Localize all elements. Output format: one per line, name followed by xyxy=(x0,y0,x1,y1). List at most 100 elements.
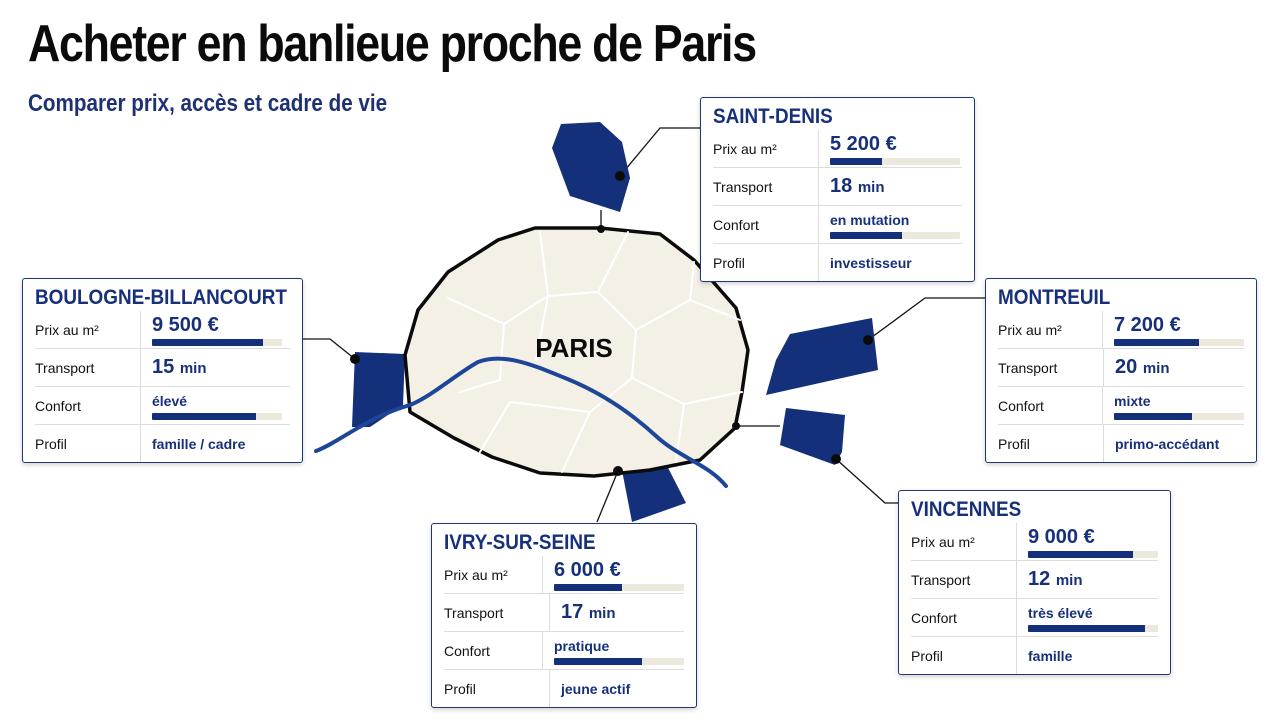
row-comfort: Confort pratique xyxy=(444,632,684,670)
comfort-bar-fill xyxy=(152,412,256,420)
seine-river xyxy=(314,356,728,488)
connector-saint-denis-card xyxy=(619,127,700,177)
montreuil-shape xyxy=(766,318,878,395)
page-subtitle: Comparer prix, accès et cadre de vie xyxy=(28,90,388,117)
row-profile: Profil investisseur xyxy=(713,244,962,281)
price-bar-fill xyxy=(554,583,622,591)
transport-value: 20 xyxy=(1115,355,1138,378)
comfort-bar xyxy=(830,231,960,239)
comfort-bar xyxy=(152,412,282,420)
comfort-bar xyxy=(1114,412,1244,420)
profile-value: jeune actif xyxy=(561,680,631,697)
price-value: 7 200 € xyxy=(1114,313,1181,336)
comfort-value: en mutation xyxy=(830,211,910,228)
row-transport: Transport 12 min xyxy=(911,561,1158,599)
connector-vincennes-card xyxy=(835,458,898,504)
price-bar xyxy=(1114,338,1244,346)
boulogne-shape xyxy=(352,352,405,427)
dot-boulogne xyxy=(350,354,360,364)
row-transport: Transport 15 min xyxy=(35,349,290,387)
page-title: Acheter en banlieue proche de Paris xyxy=(28,15,757,73)
transport-unit: min xyxy=(179,359,207,377)
dot-saint-denis xyxy=(615,171,625,181)
dot-ivry xyxy=(613,466,623,476)
card-boulogne-billancourt: BOULOGNE-BILLANCOURT Prix au m² 9 500 € … xyxy=(22,278,303,463)
arrondissement-lines xyxy=(447,231,743,473)
label-price: Prix au m² xyxy=(713,140,777,157)
transport-unit: min xyxy=(588,604,616,622)
row-price: Prix au m² 6 000 € xyxy=(444,556,684,594)
comfort-bar-fill xyxy=(1114,412,1192,420)
paris-outline xyxy=(403,226,750,478)
label-profile: Profil xyxy=(911,647,943,664)
row-price: Prix au m² 5 200 € xyxy=(713,130,962,168)
profile-value: investisseur xyxy=(830,254,912,271)
row-transport: Transport 20 min xyxy=(998,349,1244,387)
card-vincennes: VINCENNES Prix au m² 9 000 € Transport 1… xyxy=(898,490,1171,675)
label-price: Prix au m² xyxy=(444,566,508,583)
label-profile: Profil xyxy=(713,254,745,271)
label-price: Prix au m² xyxy=(911,533,975,550)
profile-value: primo-accédant xyxy=(1115,435,1220,452)
city-name: VINCENNES xyxy=(911,498,1022,521)
transport-value: 15 xyxy=(152,355,175,378)
row-profile: Profil famille / cadre xyxy=(35,425,290,462)
price-bar-fill xyxy=(1114,338,1199,346)
dot-vincennes xyxy=(831,454,841,464)
row-price: Prix au m² 9 500 € xyxy=(35,311,290,349)
comfort-value: pratique xyxy=(554,637,610,654)
label-price: Prix au m² xyxy=(998,321,1062,338)
label-comfort: Confort xyxy=(911,609,957,626)
label-transport: Transport xyxy=(444,604,504,621)
comfort-bar xyxy=(554,657,684,665)
row-profile: Profil famille xyxy=(911,637,1158,674)
price-bar xyxy=(1028,550,1158,558)
price-value: 5 200 € xyxy=(830,132,897,155)
price-bar xyxy=(152,338,282,346)
card-montreuil: MONTREUIL Prix au m² 7 200 € Transport 2… xyxy=(985,278,1257,463)
price-bar xyxy=(830,157,960,165)
transport-value: 18 xyxy=(830,174,853,197)
row-comfort: Confort mixte xyxy=(998,387,1244,425)
vincennes-shape xyxy=(780,408,845,465)
transport-value: 12 xyxy=(1028,567,1051,590)
transport-unit: min xyxy=(857,178,885,196)
connection-dots xyxy=(350,171,873,476)
label-comfort: Confort xyxy=(998,397,1044,414)
card-saint-denis: SAINT-DENIS Prix au m² 5 200 € Transport… xyxy=(700,97,975,282)
card-ivry-sur-seine: IVRY-SUR-SEINE Prix au m² 6 000 € Transp… xyxy=(431,523,697,708)
dot-montreuil xyxy=(863,335,873,345)
transport-unit: min xyxy=(1142,359,1170,377)
label-profile: Profil xyxy=(444,680,476,697)
label-transport: Transport xyxy=(713,178,773,195)
row-profile: Profil jeune actif xyxy=(444,670,684,707)
row-price: Prix au m² 7 200 € xyxy=(998,311,1244,349)
comfort-bar-fill xyxy=(554,657,643,665)
price-bar-fill xyxy=(830,157,882,165)
transport-unit: min xyxy=(1055,571,1083,589)
comfort-bar xyxy=(1028,624,1158,632)
comfort-bar-fill xyxy=(830,231,902,239)
label-transport: Transport xyxy=(35,359,95,376)
label-comfort: Confort xyxy=(35,397,81,414)
label-transport: Transport xyxy=(998,359,1058,376)
row-comfort: Confort en mutation xyxy=(713,206,962,244)
city-name: MONTREUIL xyxy=(998,286,1111,309)
connector-lines xyxy=(303,127,986,523)
label-price: Prix au m² xyxy=(35,321,99,338)
price-value: 9 000 € xyxy=(1028,525,1095,548)
dot-saint-denis-border xyxy=(597,225,605,233)
row-transport: Transport 18 min xyxy=(713,168,962,206)
label-profile: Profil xyxy=(998,435,1030,452)
city-name: BOULOGNE-BILLANCOURT xyxy=(35,286,287,309)
comfort-value: mixte xyxy=(1114,392,1151,409)
transport-value: 17 xyxy=(561,600,584,623)
saint-denis-shape xyxy=(552,122,630,212)
row-profile: Profil primo-accédant xyxy=(998,425,1244,462)
row-comfort: Confort élevé xyxy=(35,387,290,425)
connector-ivry xyxy=(596,470,619,523)
price-value: 6 000 € xyxy=(554,558,621,581)
profile-value: famille / cadre xyxy=(152,435,246,452)
label-comfort: Confort xyxy=(444,642,490,659)
